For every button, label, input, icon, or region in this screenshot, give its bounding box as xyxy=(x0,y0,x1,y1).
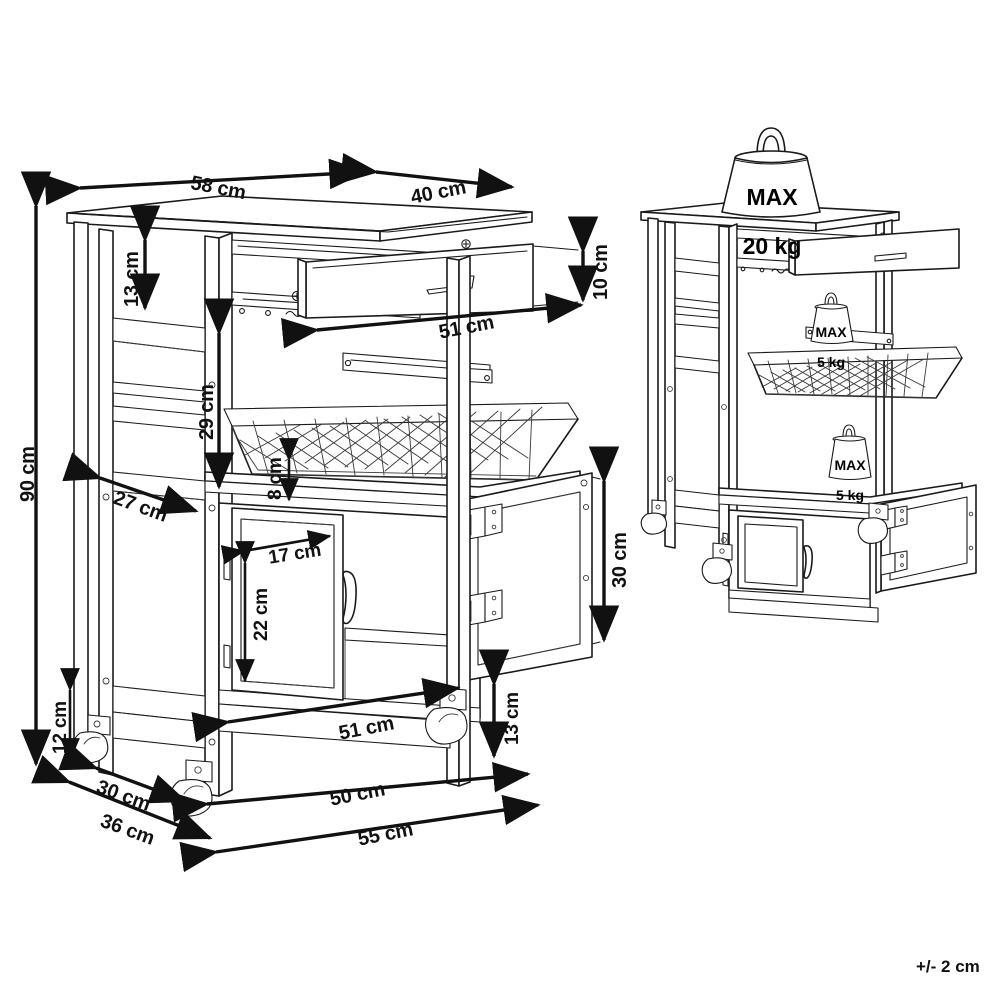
caster-right-side xyxy=(857,502,889,544)
dimension-label-top-to-shelf: 13 cm xyxy=(121,251,143,307)
dimension-label-door-height: 22 cm xyxy=(251,588,272,641)
front-right-post xyxy=(446,255,471,787)
max-load-basket-line1: MAX xyxy=(815,324,847,341)
drawer-assembly xyxy=(231,239,534,319)
door-hinge-lower-right xyxy=(880,550,908,576)
max-load-worktop-line1: MAX xyxy=(746,183,798,210)
max-load-worktop-line2: 20 kg xyxy=(742,233,802,260)
dimension-label-base-clearance: 13 cm xyxy=(502,692,523,745)
dimension-label-shelf-gap: 29 cm xyxy=(196,384,218,440)
dimension-lines-left xyxy=(20,152,620,873)
worktop-panel xyxy=(66,195,533,242)
dimension-label-cabinet-height: 30 cm xyxy=(609,532,631,588)
max-load-basket-line2: 5 kg xyxy=(816,354,845,371)
tolerance-note: +/- 2 cm xyxy=(916,957,980,976)
max-load-cabinet-line2: 5 kg xyxy=(835,487,864,504)
caster-right-back xyxy=(640,499,668,535)
weight-icon-worktop xyxy=(721,127,821,218)
cabinet-assembly xyxy=(218,472,593,723)
caster-front-center xyxy=(170,759,213,817)
dimension-label-total-height: 90 cm xyxy=(17,446,39,502)
cabinet-right xyxy=(722,484,977,610)
max-load-label-worktop: MAX 20 kg xyxy=(726,160,818,284)
max-load-label-basket: MAX 5 kg xyxy=(800,310,862,386)
dimension-label-caster-height: 12 cm xyxy=(50,701,71,754)
dimension-label-drawer-height: 10 cm xyxy=(590,244,612,300)
max-load-weight-icons xyxy=(721,127,872,481)
max-load-label-cabinet: MAX 5 kg xyxy=(819,443,881,519)
weight-icon-cabinet xyxy=(828,424,872,481)
weight-icon-basket xyxy=(810,292,854,345)
dimension-label-basket-height: 8 cm xyxy=(265,457,286,500)
max-load-cabinet-line1: MAX xyxy=(834,457,866,474)
caster-right-front xyxy=(701,542,733,584)
drawer-assembly-right xyxy=(736,228,960,276)
